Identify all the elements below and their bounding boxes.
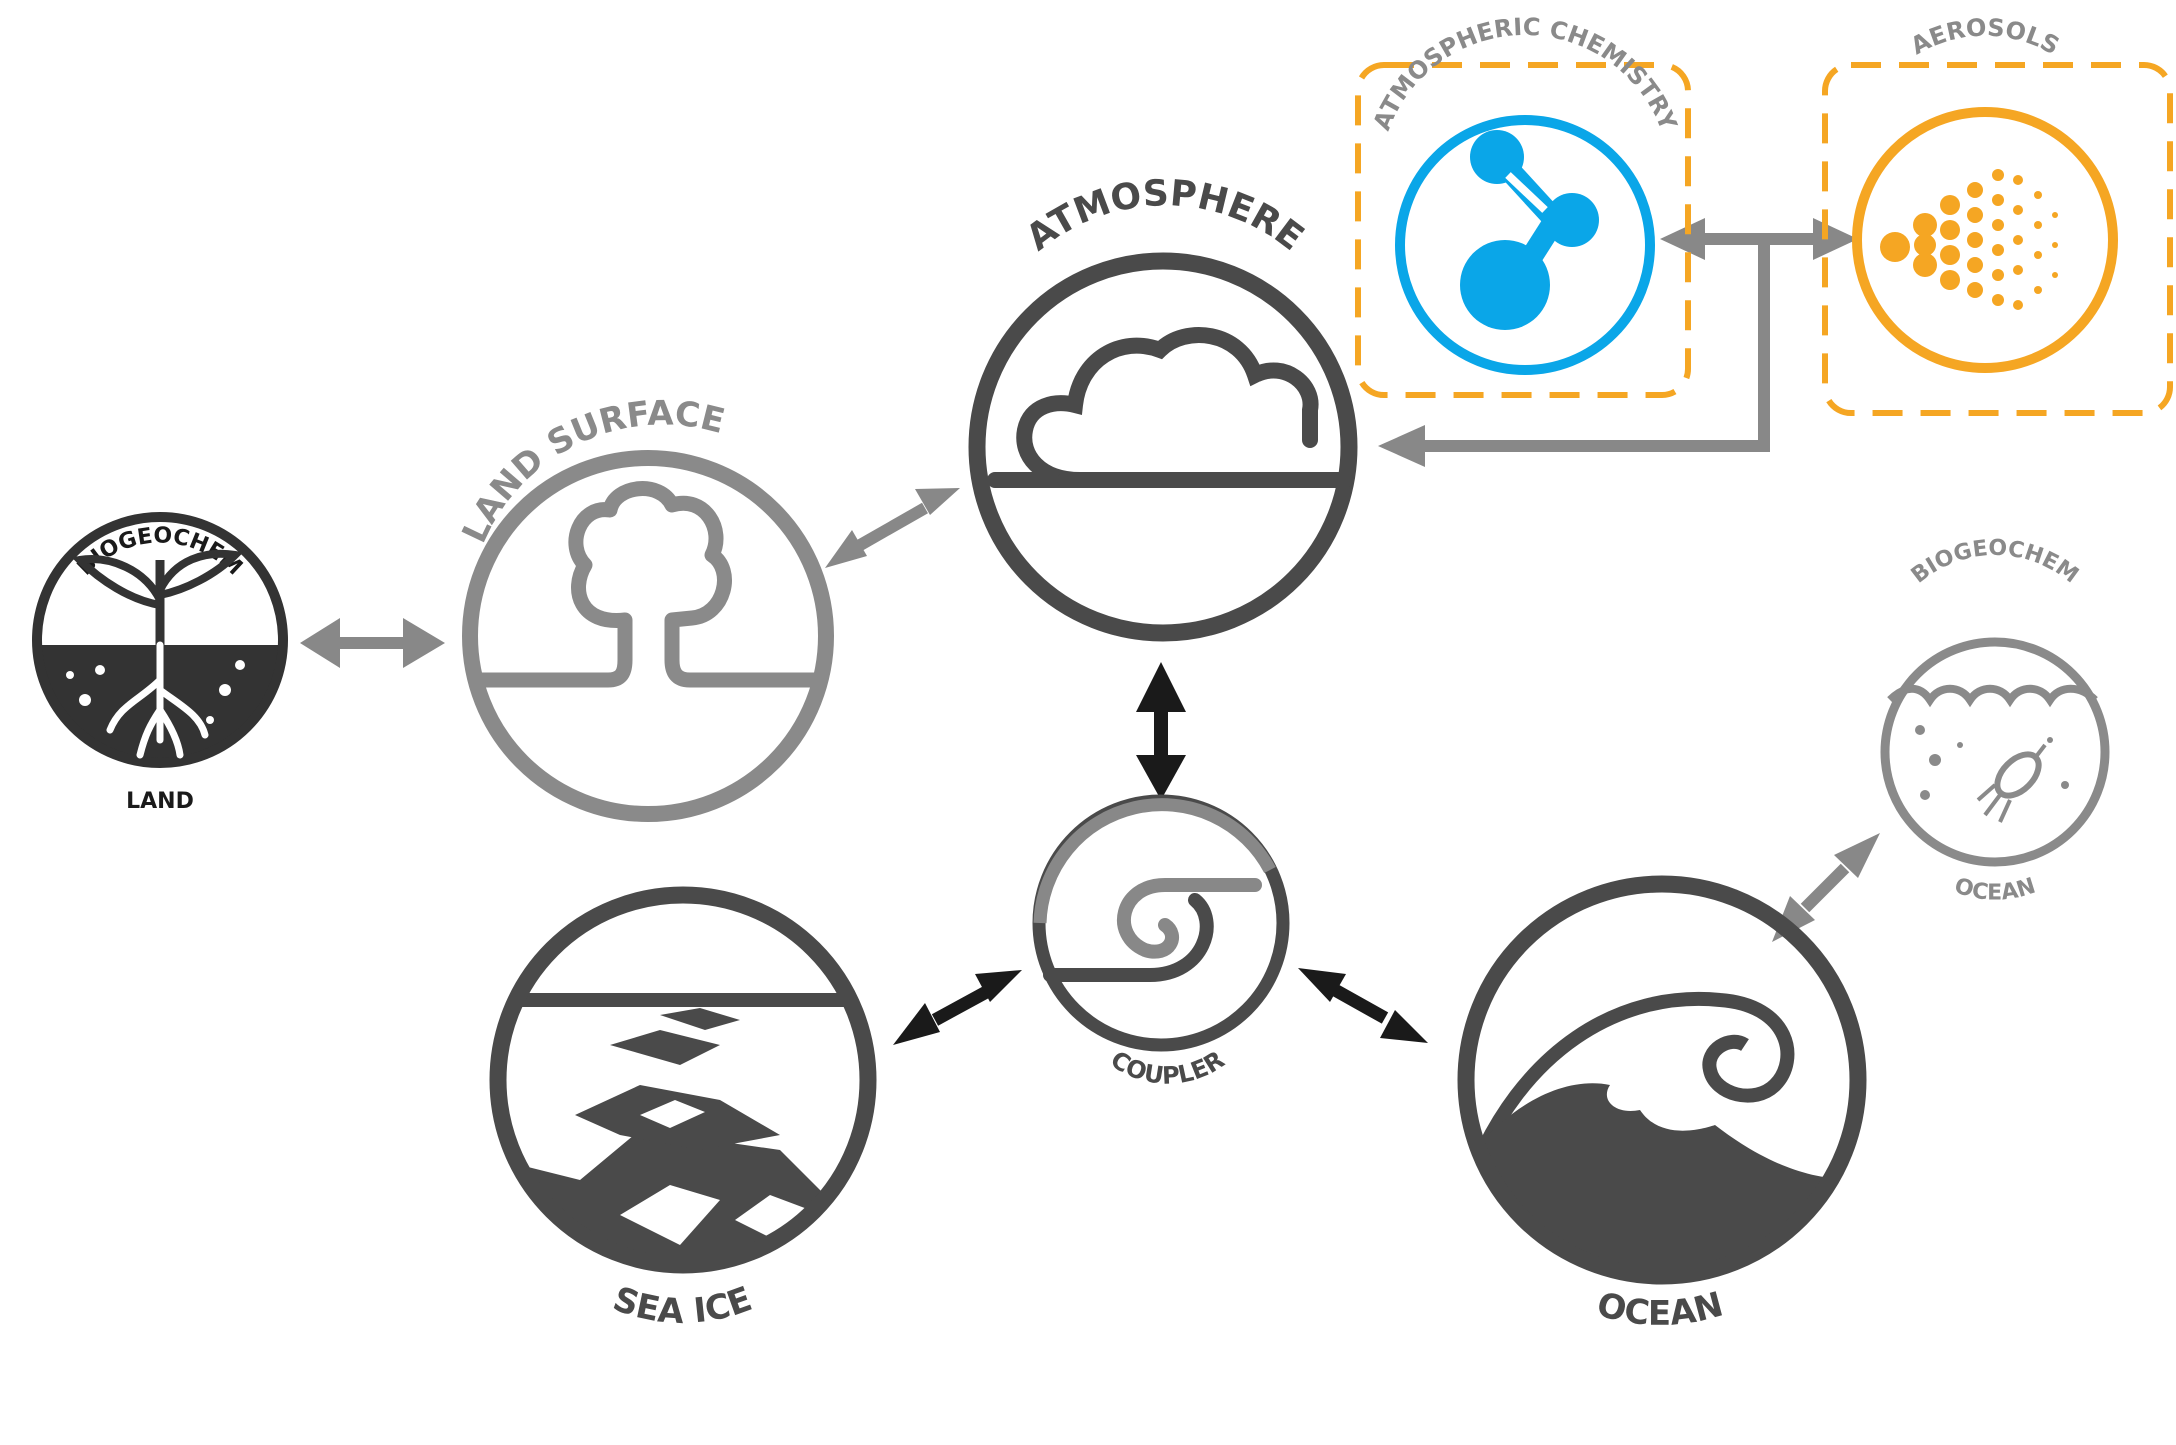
arrow-coupler-to-sea-ice [893, 970, 1022, 1045]
ice-floes-icon [498, 993, 868, 1265]
plankton-icon [1887, 684, 2098, 823]
biogeochem-land-component[interactable]: BIOGEOCHEM LAND [30, 512, 290, 814]
molecule-icon [1460, 130, 1599, 330]
ocean-label: OCEAN [1593, 1285, 1728, 1334]
coupler-ring-top [1033, 798, 1276, 924]
chemistry-ring [1395, 115, 1655, 375]
atmosphere-component[interactable]: ATMOSPHERE [968, 173, 1358, 642]
sea-ice-component[interactable]: SEA ICE [480, 886, 890, 1332]
tree-icon [478, 481, 818, 688]
ocean-ring [1457, 875, 1867, 1285]
biogeochem-ocean-component[interactable]: BIOGEOCHEM OCEAN [1880, 536, 2110, 906]
biogeochem-ocean-bottom-label: OCEAN [1951, 874, 2038, 906]
sea-ice-ring [489, 886, 877, 1274]
wave-icon [1466, 992, 1858, 1276]
arrow-coupler-to-ocean [1298, 968, 1428, 1043]
atmospheric-chemistry-component[interactable]: ATMOSPHERIC CHEMISTRY [1355, 13, 1691, 398]
biogeochem-land-bottom-label: LAND [126, 789, 194, 814]
biogeochem-ocean-top-label: BIOGEOCHEM [1907, 536, 2083, 589]
biogeochem-ocean-ring [1880, 637, 2110, 867]
arrow-land-surface-to-atmosphere [825, 488, 960, 568]
chemistry-dashed-frame [1355, 62, 1691, 398]
sea-ice-label: SEA ICE [608, 1279, 757, 1332]
coupler-label: COUPLER [1106, 1045, 1230, 1090]
land-surface-ring [462, 450, 834, 822]
aerosols-dashed-frame [1822, 62, 2173, 416]
coupler-component[interactable]: COUPLER [1032, 794, 1290, 1090]
aerosols-ring [1852, 107, 2118, 373]
atmosphere-label: ATMOSPHERE [1019, 173, 1311, 259]
arrow-atmosphere-to-coupler [1136, 662, 1186, 800]
aerosol-spray-icon [1880, 169, 2058, 310]
aerosols-component[interactable]: AEROSOLS [1822, 13, 2173, 416]
atmosphere-ring [968, 252, 1358, 642]
cloud-icon [987, 327, 1353, 488]
aerosols-label: AEROSOLS [1906, 13, 2064, 60]
ocean-component[interactable]: OCEAN [1457, 875, 1880, 1334]
land-surface-component[interactable]: LAND SURFACE [455, 394, 834, 822]
plant-roots-icon [32, 512, 288, 768]
connector-arrows [300, 218, 1880, 1045]
swirl-icon [1043, 878, 1262, 982]
arrow-biogeochem-land-to-land-surface [300, 618, 445, 668]
